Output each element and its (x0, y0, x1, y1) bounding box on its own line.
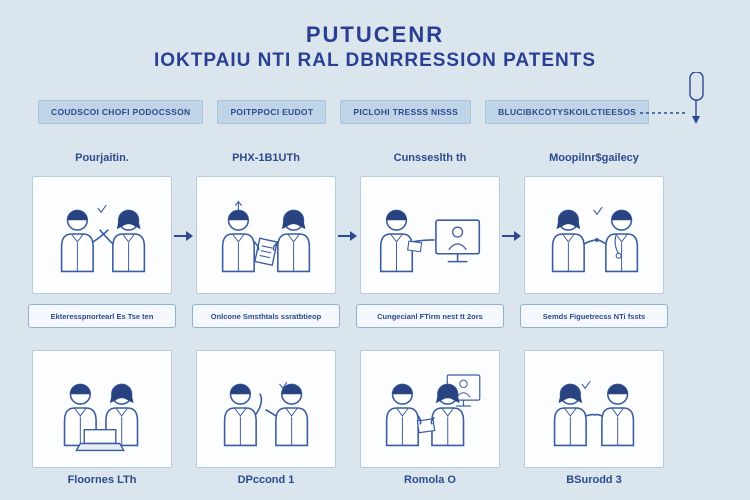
greeting-scene-icon (60, 204, 146, 273)
illustration-panel-desk (32, 350, 172, 468)
flow-connector-icon (640, 72, 704, 124)
caption-box-4: Semds Figuetrecss NTi fssts (520, 304, 668, 328)
caption-box-1: Ekteresspnortearl Es Tse ten (28, 304, 176, 328)
page-title-line1: PUTUCENR (305, 22, 445, 47)
filter-button-2[interactable]: POITPPOCI EUDOT (217, 100, 327, 124)
filter-button-4[interactable]: BLUCIBKCOTYSKOILCTIEESOS (485, 100, 650, 124)
flow-arrow-right-icon (338, 231, 357, 241)
illustration-panel-discussion (524, 350, 664, 468)
illustration-panel-handoff (360, 350, 500, 468)
desk-scene-icon (63, 383, 139, 452)
caption-box-2: Onlcone Smsthtals ssratbtieop (192, 304, 340, 328)
handoff-scene-icon (385, 374, 481, 447)
caption-box-3: Cungecianl FTirm nest tt 2ors (356, 304, 504, 328)
illustration-panel-telehealth (360, 176, 500, 294)
flow-arrow-right-icon (502, 231, 521, 241)
footer-label-3: Romola O (404, 474, 456, 486)
flow-arrow-right-icon (174, 231, 193, 241)
illustration-panel-clipboard (196, 176, 336, 294)
telehealth-scene-icon (379, 209, 481, 273)
filter-button-1[interactable]: COUDSCOI CHOFI PODOCSSON (38, 100, 204, 124)
illustration-panel-gesture (196, 350, 336, 468)
footer-label-1: Floornes LTh (67, 474, 137, 486)
clipboard-scene-icon (221, 200, 311, 273)
page-title-line2: IOKTPAIU NTI RAL DBNRRESSION PATENTS (153, 50, 597, 71)
gesture-scene-icon (223, 381, 309, 447)
filter-button-row: COUDSCOI CHOFI PODOCSSON POITPPOCI EUDOT… (38, 100, 650, 124)
step-label-3: Cunsseslth th (393, 152, 467, 164)
step-label-2: PHX-1B1UTh (232, 152, 300, 164)
exam-scene-icon (551, 206, 639, 273)
step-label-4: Moopilnr$gailecy (549, 152, 639, 164)
discussion-scene-icon (553, 380, 635, 447)
footer-label-2: DPccond 1 (237, 474, 295, 486)
illustration-panel-exam (524, 176, 664, 294)
footer-label-4: BSurodd 3 (566, 474, 622, 486)
step-label-1: Pourjaitin. (75, 152, 129, 164)
illustration-panel-greeting (32, 176, 172, 294)
filter-button-3[interactable]: PICLOHI TRESSS NISSS (340, 100, 472, 124)
